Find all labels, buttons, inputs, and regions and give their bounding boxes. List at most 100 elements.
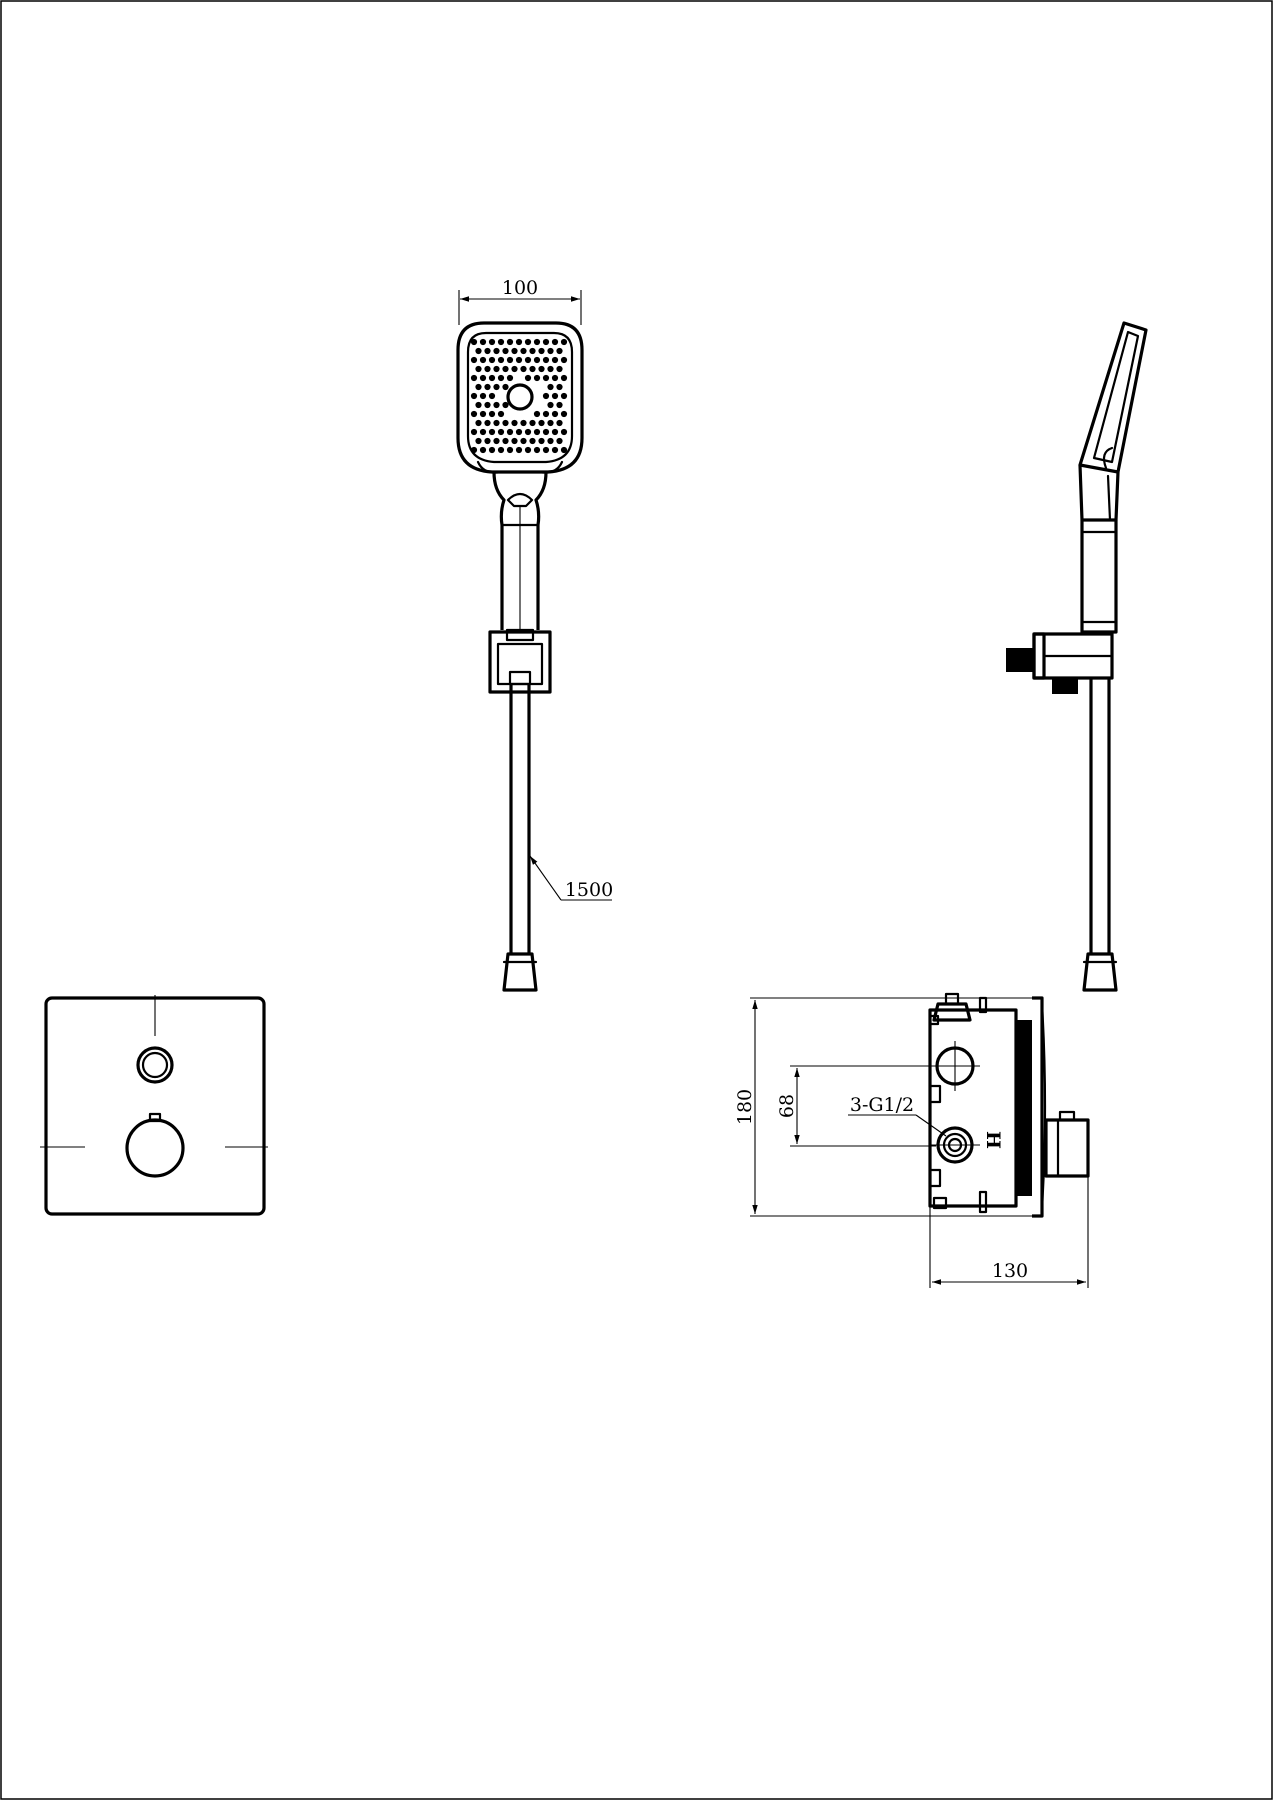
spray-nozzle [493, 401, 500, 409]
spray-nozzle [524, 446, 532, 454]
spray-nozzle [542, 392, 550, 400]
spray-nozzle [533, 410, 541, 418]
spray-nozzle [551, 374, 559, 382]
spray-nozzle [533, 356, 541, 364]
spray-nozzle [538, 347, 545, 355]
spray-nozzle [556, 437, 563, 445]
spray-nozzle [547, 347, 554, 355]
hand-shower-front-view [456, 321, 584, 992]
spray-nozzle [515, 356, 523, 364]
spray-nozzle [484, 347, 491, 355]
spray-nozzle [497, 356, 505, 364]
spray-nozzle [515, 338, 523, 346]
spray-nozzle [488, 428, 496, 436]
spray-nozzle [470, 392, 478, 400]
spray-nozzle [542, 428, 550, 436]
spray-nozzle [475, 437, 482, 445]
spray-nozzle [502, 347, 509, 355]
spray-nozzle [479, 428, 487, 436]
spray-nozzle [560, 374, 568, 382]
dimension-inlet-spacing: 68 [776, 1065, 936, 1147]
spray-nozzle [488, 338, 496, 346]
spray-nozzle [493, 383, 500, 391]
dimension-valve-depth: 130 [929, 1176, 1089, 1288]
spray-nozzle [556, 383, 563, 391]
spray-nozzle [470, 428, 478, 436]
spray-nozzle [470, 356, 478, 364]
spray-nozzle [511, 347, 518, 355]
spray-nozzle [520, 437, 527, 445]
spray-nozzle [506, 356, 514, 364]
spray-nozzle [470, 374, 478, 382]
dimension-inlet-spec: 3-G1/2 [848, 1094, 947, 1137]
spray-nozzle [560, 428, 568, 436]
spray-nozzle [533, 374, 541, 382]
spray-nozzle [547, 419, 554, 427]
spray-nozzle [533, 428, 541, 436]
spray-nozzle [551, 446, 559, 454]
spray-nozzle [497, 338, 505, 346]
spray-nozzle [488, 356, 496, 364]
spray-nozzle [529, 365, 536, 373]
spray-nozzle [551, 428, 559, 436]
spray-nozzle [511, 437, 518, 445]
spray-nozzle [488, 446, 496, 454]
spray-nozzle [524, 428, 532, 436]
spray-nozzle [475, 401, 482, 409]
dimension-hose-length: 1500 [529, 855, 613, 901]
spray-nozzle [502, 383, 509, 391]
spray-nozzle [479, 374, 487, 382]
spray-nozzle [497, 410, 505, 418]
spray-nozzle [524, 338, 532, 346]
spray-nozzle [484, 401, 491, 409]
spray-nozzle [470, 446, 478, 454]
dimension-head-width-label: 100 [502, 277, 538, 299]
spray-nozzle [479, 410, 487, 418]
spray-nozzle [484, 437, 491, 445]
spray-nozzle [479, 392, 487, 400]
spray-nozzle [488, 410, 496, 418]
spray-nozzle [547, 437, 554, 445]
spray-nozzle [538, 437, 545, 445]
spray-nozzle [538, 419, 545, 427]
spray-nozzle [560, 410, 568, 418]
spray-nozzle [551, 392, 559, 400]
spray-nozzle [551, 338, 559, 346]
hand-shower-side-view [1006, 321, 1148, 992]
spray-nozzle [511, 419, 518, 427]
spray-nozzle [506, 374, 514, 382]
spray-nozzle [484, 419, 491, 427]
spray-nozzle [551, 410, 559, 418]
spray-nozzle [470, 410, 478, 418]
spray-nozzle [560, 338, 568, 346]
dimension-hose-length-label: 1500 [565, 879, 613, 901]
spray-nozzles [470, 338, 568, 454]
spray-nozzle [484, 365, 491, 373]
spray-nozzle [506, 428, 514, 436]
valve-cover-plate-front-view [40, 995, 268, 1216]
dimension-inlet-spec-label: 3-G1/2 [850, 1094, 914, 1116]
spray-nozzle [538, 365, 545, 373]
spray-nozzle [542, 356, 550, 364]
spray-nozzle [475, 347, 482, 355]
spray-nozzle [497, 428, 505, 436]
spray-nozzle [497, 446, 505, 454]
valve-body-side-view: H [928, 992, 1090, 1218]
spray-nozzle [493, 347, 500, 355]
dimension-valve-height-label: 180 [734, 1089, 756, 1125]
spray-nozzle [520, 419, 527, 427]
hot-inlet-mark: H [982, 1131, 1004, 1149]
spray-nozzle [493, 437, 500, 445]
spray-nozzle [533, 446, 541, 454]
dimension-valve-depth-label: 130 [992, 1260, 1028, 1282]
spray-nozzle [542, 410, 550, 418]
spray-nozzle [511, 365, 518, 373]
spray-nozzle [493, 365, 500, 373]
spray-nozzle [520, 365, 527, 373]
spray-nozzle [488, 374, 496, 382]
spray-nozzle [524, 374, 532, 382]
spray-nozzle [515, 446, 523, 454]
spray-nozzle [475, 365, 482, 373]
